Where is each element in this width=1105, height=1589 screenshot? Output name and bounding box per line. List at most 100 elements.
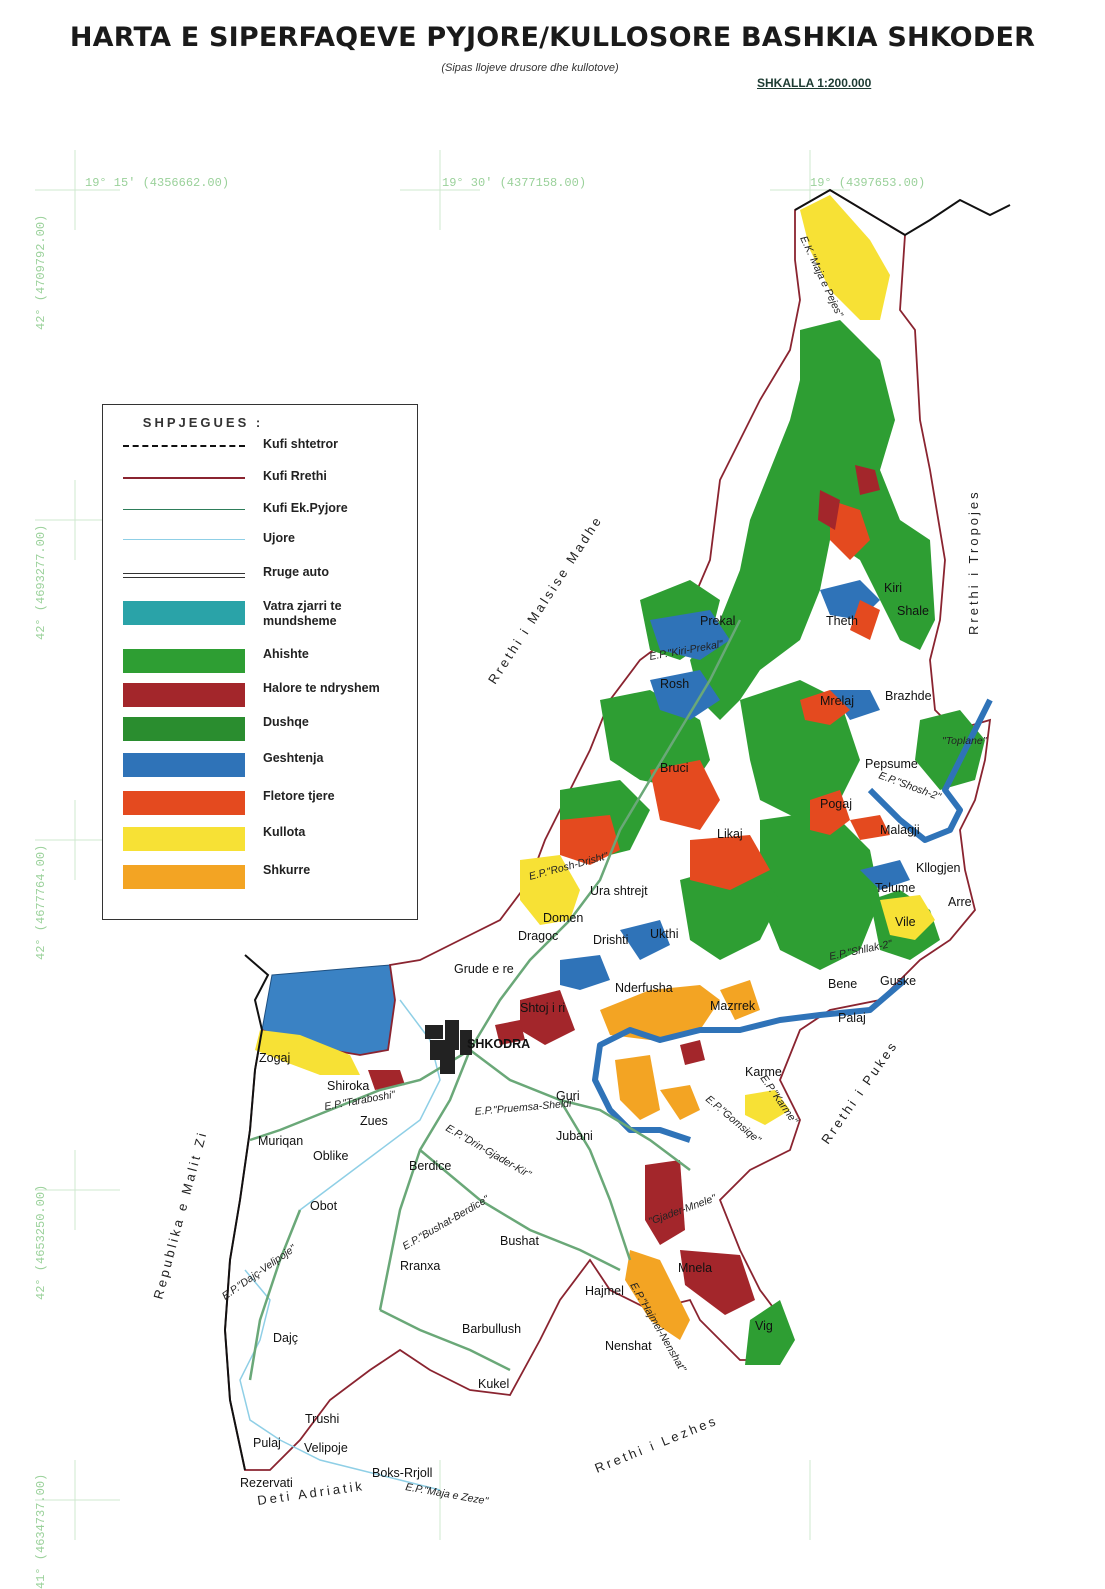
place-boks-rrjoll[interactable]: Boks-Rrjoll	[372, 1466, 432, 1480]
place-bene[interactable]: Bene	[828, 977, 857, 991]
legend-symbol	[123, 753, 245, 777]
legend-item-fill-halore: Halore te ndryshem	[103, 679, 417, 713]
coord-top-2: 19° 30' (4377158.00)	[442, 176, 586, 190]
place-mazrrek[interactable]: Mazrrek	[710, 999, 756, 1013]
place-dragoc[interactable]: Dragoc	[518, 929, 558, 943]
place-zogaj[interactable]: Zogaj	[259, 1051, 290, 1065]
legend-item-fill-dushqe: Dushqe	[103, 713, 417, 747]
legend-symbol	[123, 827, 245, 851]
place-pogaj[interactable]: Pogaj	[820, 797, 852, 811]
place-domen[interactable]: Domen	[543, 911, 583, 925]
place-pepsume[interactable]: Pepsume	[865, 757, 918, 771]
city-shkodra[interactable]	[425, 1020, 472, 1074]
place-theth[interactable]: Theth	[826, 614, 858, 628]
place-guske[interactable]: Guske	[880, 974, 916, 988]
legend-symbol	[123, 477, 245, 479]
pasture-kullota-zones[interactable]	[255, 195, 935, 1125]
legend-label: Rruge auto	[263, 565, 329, 579]
legend-symbol	[123, 573, 245, 578]
place-obot[interactable]: Obot	[310, 1199, 338, 1213]
place-shtoj[interactable]: Shtoj i ri	[520, 1001, 565, 1015]
place-vile[interactable]: Vile	[895, 915, 916, 929]
place-prekal[interactable]: Prekal	[700, 614, 735, 628]
legend-label: Dushqe	[263, 715, 309, 729]
legend-symbol	[123, 539, 245, 540]
legend-label: Shkurre	[263, 863, 311, 877]
place-malagji[interactable]: Malagji	[880, 823, 920, 837]
place-nderfusha[interactable]: Nderfusha	[615, 981, 673, 995]
place-kukel[interactable]: Kukel	[478, 1377, 509, 1391]
legend-symbol	[123, 509, 245, 510]
place-bruci[interactable]: Bruci	[660, 761, 688, 775]
place-jubani[interactable]: Jubani	[556, 1129, 593, 1143]
place-nenshat[interactable]: Nenshat	[605, 1339, 652, 1353]
place-barbullush[interactable]: Barbullush	[462, 1322, 521, 1336]
place-grude[interactable]: Grude e re	[454, 962, 514, 976]
place-mnela[interactable]: Mnela	[678, 1261, 712, 1275]
coord-top-3: 19° (4397653.00)	[810, 176, 925, 190]
place-ura-shtrejt[interactable]: Ura shtrejt	[590, 884, 648, 898]
scale-label: SHKALLA 1:200.000	[757, 76, 872, 90]
legend-label: Geshtenja	[263, 751, 324, 765]
place-shiroka[interactable]: Shiroka	[327, 1079, 369, 1093]
legend-label: Kufi Rrethi	[263, 469, 327, 483]
coord-left-3: 42° (4677764.00)	[34, 845, 48, 960]
legend-item-fill-ahishte: Ahishte	[103, 645, 417, 679]
legend-item-line-road: Rruge auto	[103, 565, 417, 599]
place-berdice[interactable]: Berdice	[409, 1159, 451, 1173]
legend-item-line-forest: Kufi Ek.Pyjore	[103, 501, 417, 535]
legend-label: Halore te ndryshem	[263, 681, 380, 695]
place-zues[interactable]: Zues	[360, 1114, 388, 1128]
place-rosh[interactable]: Rosh	[660, 677, 689, 691]
legend-item-fill-shkurre: Shkurre	[103, 861, 417, 895]
place-ukthi[interactable]: Ukthi	[650, 927, 678, 941]
place-kiri[interactable]: Kiri	[884, 581, 902, 595]
place-vig[interactable]: Vig	[755, 1319, 773, 1333]
place-arre[interactable]: Arre	[948, 895, 972, 909]
place-velipoje[interactable]: Velipoje	[304, 1441, 348, 1455]
roads	[248, 619, 742, 1381]
region-mali-zi: Republika e Malit Zi	[150, 1129, 210, 1301]
place-brazhde[interactable]: Brazhde	[885, 689, 932, 703]
place-mrelaj[interactable]: Mrelaj	[820, 694, 854, 708]
place-hajmel[interactable]: Hajmel	[585, 1284, 624, 1298]
legend-title: SHPJEGUES :	[142, 415, 264, 430]
place-palaj[interactable]: Palaj	[838, 1011, 866, 1025]
place-oblike[interactable]: Oblike	[313, 1149, 348, 1163]
place-shale[interactable]: Shale	[897, 604, 929, 618]
place-drishti[interactable]: Drishti	[593, 933, 628, 947]
place-guri[interactable]: Guri	[556, 1089, 580, 1103]
legend-label: Fletore tjere	[263, 789, 335, 803]
place-kllogjen[interactable]: Kllogjen	[916, 861, 961, 875]
legend-symbol	[123, 445, 245, 447]
place-telume[interactable]: Telume	[875, 881, 915, 895]
shrub-shkurre-zones[interactable]	[600, 980, 760, 1340]
legend-item-fill-kullota: Kullota	[103, 823, 417, 857]
legend-label: Vatra zjarri te mundsheme	[263, 599, 342, 628]
coord-left-4: 42° (4653250.00)	[34, 1185, 48, 1300]
place-dajc[interactable]: Dajç	[273, 1331, 298, 1345]
legend-item-line-state: Kufi shtetror	[103, 437, 417, 471]
forest-ahishte-zones[interactable]	[560, 320, 985, 1365]
coord-left-1: 42° (4709792.00)	[34, 215, 48, 330]
legend-label: Kullota	[263, 825, 306, 839]
coord-left-2: 42° (4693277.00)	[34, 525, 48, 640]
legend-item-line-district: Kufi Rrethi	[103, 469, 417, 503]
place-rezervati[interactable]: Rezervati	[240, 1476, 293, 1490]
forest-halore-zones[interactable]	[368, 465, 880, 1315]
region-lezhe: Rrethi i Lezhes	[593, 1413, 721, 1476]
place-bushat[interactable]: Bushat	[500, 1234, 539, 1248]
legend-item-fill-vatra: Vatra zjarri te mundsheme	[103, 597, 417, 631]
place-trushi[interactable]: Trushi	[305, 1412, 339, 1426]
place-rranxa[interactable]: Rranxa	[400, 1259, 440, 1273]
region-malsi-madhe: Rrethi i Malsise Madhe	[485, 512, 606, 686]
place-pulaj[interactable]: Pulaj	[253, 1436, 281, 1450]
place-likaj[interactable]: Likaj	[717, 827, 743, 841]
place-shkodra[interactable]: SHKODRA	[467, 1037, 530, 1051]
legend-symbol	[123, 717, 245, 741]
place-muriqan[interactable]: Muriqan	[258, 1134, 303, 1148]
forest-fletore-zones[interactable]	[560, 500, 890, 890]
place-karme[interactable]: Karme	[745, 1065, 782, 1079]
